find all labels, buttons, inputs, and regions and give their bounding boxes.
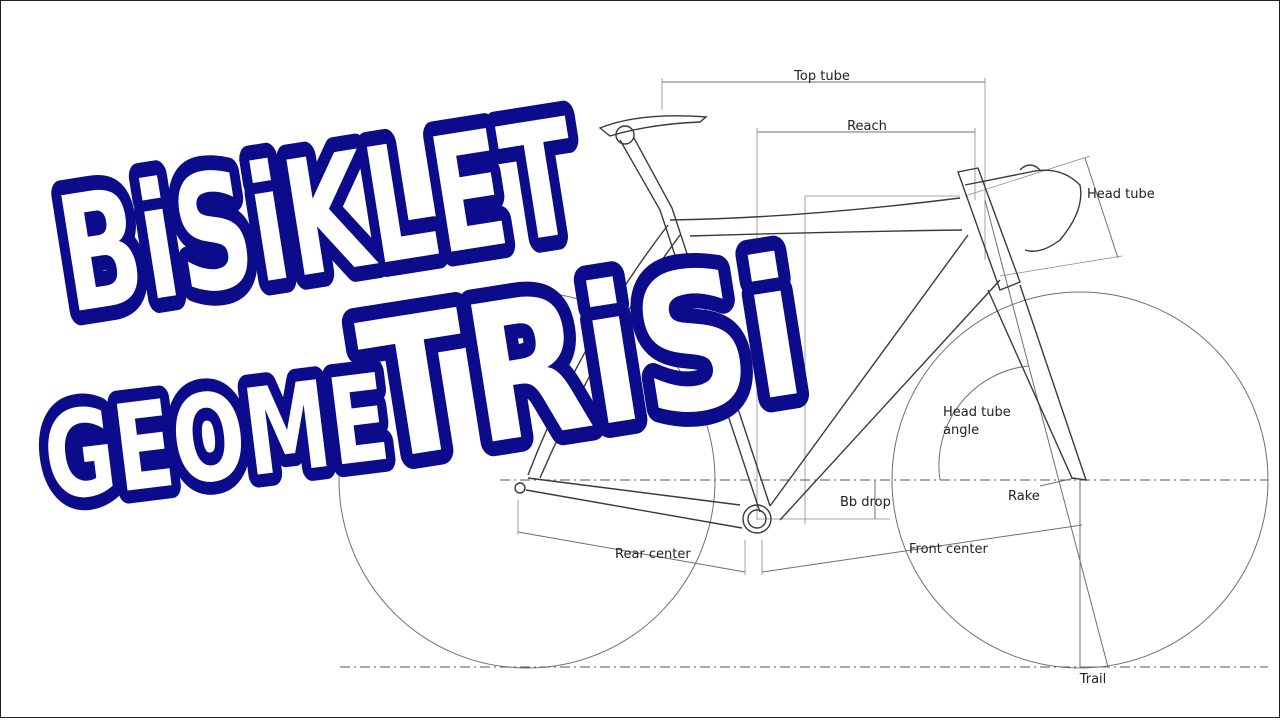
seat-tube-angle-partial-label: at t bbox=[648, 385, 670, 400]
chain-stay bbox=[527, 477, 741, 506]
down-tube-lower bbox=[779, 279, 1001, 521]
rear-dropout bbox=[514, 482, 526, 494]
seat-tube-back bbox=[633, 137, 771, 507]
head-tube-angle-label-1: Head tube bbox=[943, 405, 1011, 420]
trail-label: Trail bbox=[1079, 672, 1107, 687]
head-tube-angle-label-2: angle bbox=[943, 423, 979, 438]
reach-label: Reach bbox=[847, 119, 887, 134]
seatpost-clamp bbox=[615, 125, 635, 145]
rear-center-dimension bbox=[517, 531, 746, 573]
top-tube bbox=[669, 197, 961, 221]
seat-stay-inner bbox=[539, 234, 681, 479]
head-tube bbox=[957, 167, 1021, 291]
title-line-2a: GEOME bbox=[37, 349, 396, 529]
fork bbox=[987, 284, 1088, 481]
head-tube-dimension bbox=[1084, 157, 1119, 259]
seat-tube bbox=[619, 139, 761, 513]
head-tube-tick-bottom bbox=[999, 255, 1123, 277]
seat-stay bbox=[527, 224, 669, 476]
head-tube-label: Head tube bbox=[1087, 187, 1155, 202]
bb-drop-label: Bb drop bbox=[840, 495, 891, 510]
bottom-bracket-inner bbox=[747, 509, 767, 529]
bottom-bracket bbox=[742, 504, 772, 534]
handlebar-top bbox=[1019, 164, 1041, 171]
head-tube-angle-arc bbox=[938, 365, 1029, 481]
bike-frame bbox=[514, 115, 1088, 534]
top-tube-lower bbox=[689, 229, 963, 237]
title-overlay: BiSiKLET GEOME TRiSi bbox=[24, 68, 832, 541]
handlebar bbox=[964, 169, 1082, 252]
steering-axis bbox=[984, 199, 1109, 668]
chain-stay-lower bbox=[525, 489, 743, 529]
top-tube-label: Top tube bbox=[793, 69, 850, 84]
rake-label: Rake bbox=[1008, 489, 1040, 504]
head-tube-tick-top bbox=[964, 155, 1091, 197]
front-center-dimension bbox=[761, 524, 1083, 573]
rake-dimension bbox=[1039, 477, 1076, 487]
front-center-label: Front center bbox=[909, 542, 988, 557]
down-tube bbox=[769, 234, 969, 507]
rear-center-label: Rear center bbox=[615, 547, 691, 562]
saddle bbox=[598, 115, 708, 137]
